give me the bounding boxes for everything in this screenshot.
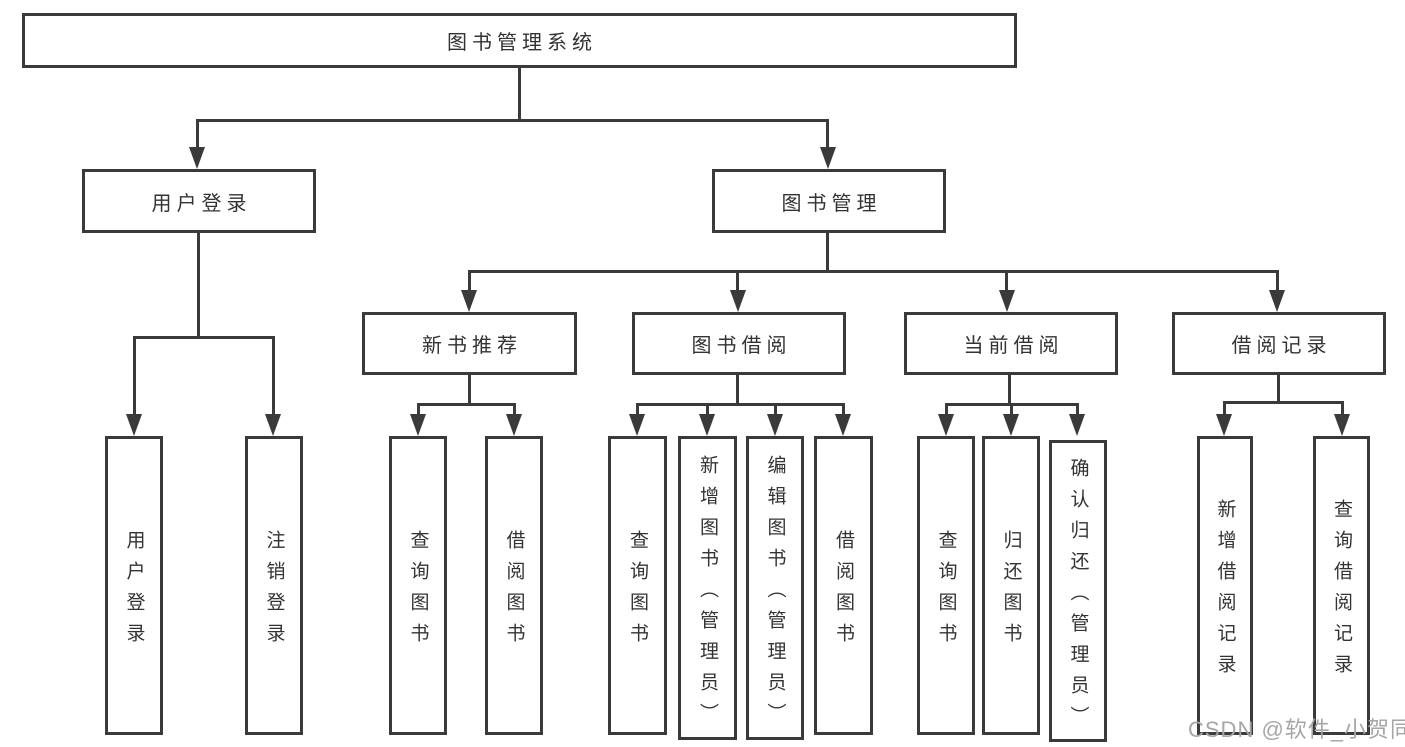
connector-line bbox=[636, 403, 639, 416]
connector-line bbox=[196, 119, 829, 122]
arrow-down bbox=[699, 414, 715, 436]
connector-line bbox=[196, 119, 199, 150]
connector-line bbox=[736, 270, 739, 292]
leaf-borrowing-edit-books-admin: 编辑图书（管理员） bbox=[746, 436, 804, 740]
arrow-down bbox=[629, 414, 645, 436]
leaf-user-login: 用户登录 bbox=[105, 436, 163, 735]
node-book-management: 图书管理 bbox=[712, 169, 946, 233]
node-library-management-system: 图书管理系统 bbox=[22, 13, 1017, 68]
node-label: 用户登录 bbox=[123, 529, 145, 654]
arrow-down bbox=[820, 147, 836, 169]
connector-line bbox=[1223, 401, 1226, 414]
connector-line bbox=[133, 336, 136, 416]
node-book-borrowing: 图书借阅 bbox=[632, 312, 846, 375]
node-new-book-recommend: 新书推荐 bbox=[362, 312, 577, 375]
arrow-down bbox=[999, 290, 1015, 312]
node-user-login: 用户登录 bbox=[82, 169, 316, 233]
arrow-down bbox=[1334, 414, 1350, 436]
node-label: 查询图书 bbox=[407, 529, 429, 654]
arrow-down bbox=[1069, 414, 1085, 436]
node-label: 查询图书 bbox=[935, 529, 957, 654]
connector-line bbox=[417, 403, 516, 406]
connector-line bbox=[1277, 375, 1280, 404]
leaf-current-return-books: 归还图书 bbox=[982, 436, 1040, 735]
connector-line bbox=[417, 403, 420, 416]
node-label: 确认归还（管理员） bbox=[1067, 457, 1089, 737]
arrow-down bbox=[938, 414, 954, 436]
leaf-recommend-query-books: 查询图书 bbox=[389, 436, 447, 735]
connector-line bbox=[1008, 375, 1011, 406]
connector-line bbox=[736, 375, 739, 406]
connector-line bbox=[133, 336, 275, 339]
arrow-down bbox=[506, 414, 522, 436]
leaf-borrowing-add-books-admin: 新增图书（管理员） bbox=[678, 436, 737, 740]
node-label: 用户登录 bbox=[151, 192, 252, 215]
leaf-logout: 注销登录 bbox=[245, 436, 303, 735]
arrow-down bbox=[461, 290, 477, 312]
arrow-down bbox=[730, 290, 746, 312]
node-label: 借阅图书 bbox=[503, 529, 525, 654]
node-label: 新书推荐 bbox=[422, 335, 522, 357]
leaf-current-query-books: 查询图书 bbox=[917, 436, 975, 735]
node-label: 图书管理 bbox=[781, 192, 882, 215]
connector-line bbox=[1005, 270, 1008, 292]
arrow-down bbox=[126, 414, 142, 436]
node-label: 借阅图书 bbox=[833, 529, 854, 654]
connector-line bbox=[513, 403, 516, 416]
node-label: 图书管理系统 bbox=[447, 32, 597, 54]
connector-line bbox=[1076, 403, 1079, 416]
arrow-down bbox=[1269, 290, 1285, 312]
connector-line bbox=[945, 403, 948, 416]
connector-line bbox=[826, 119, 829, 150]
node-label: 查询借阅记录 bbox=[1331, 498, 1352, 685]
leaf-records-query-borrow-record: 查询借阅记录 bbox=[1313, 436, 1370, 735]
connector-line bbox=[197, 233, 200, 339]
connector-line bbox=[518, 68, 521, 121]
node-label: 归还图书 bbox=[1000, 529, 1022, 654]
leaf-borrowing-borrow-books: 借阅图书 bbox=[814, 436, 873, 735]
connector-line bbox=[826, 233, 829, 273]
connector-line bbox=[1276, 270, 1279, 292]
arrow-down bbox=[410, 414, 426, 436]
connector-line bbox=[468, 270, 1279, 273]
node-label: 编辑图书（管理员） bbox=[764, 454, 786, 734]
connector-line bbox=[842, 403, 845, 416]
node-label: 当前借阅 bbox=[963, 335, 1064, 357]
leaf-borrowing-query-books: 查询图书 bbox=[608, 436, 667, 735]
arrow-down bbox=[767, 414, 783, 436]
connector-line bbox=[1223, 401, 1344, 404]
arrow-down bbox=[1003, 414, 1019, 436]
connector-line bbox=[468, 375, 471, 406]
node-current-borrowing: 当前借阅 bbox=[904, 312, 1118, 375]
node-label: 查询图书 bbox=[627, 529, 648, 654]
node-label: 图书借阅 bbox=[691, 335, 792, 357]
connector-line bbox=[468, 270, 471, 292]
node-label: 借阅记录 bbox=[1231, 335, 1332, 357]
arrow-down bbox=[265, 414, 281, 436]
node-label: 新增图书（管理员） bbox=[697, 454, 718, 734]
leaf-current-confirm-return-admin: 确认归还（管理员） bbox=[1049, 440, 1107, 742]
arrow-down bbox=[835, 414, 851, 436]
leaf-recommend-borrow-books: 借阅图书 bbox=[485, 436, 543, 735]
leaf-records-add-borrow-record: 新增借阅记录 bbox=[1197, 436, 1253, 735]
csdn-watermark: CSDN @软件_小贺同学 bbox=[1188, 717, 1405, 742]
connector-line bbox=[774, 403, 777, 416]
node-label: 新增借阅记录 bbox=[1214, 498, 1236, 685]
arrow-down bbox=[1216, 414, 1232, 436]
node-borrowing-records: 借阅记录 bbox=[1172, 312, 1386, 375]
connector-line bbox=[706, 403, 709, 416]
connector-line bbox=[1341, 401, 1344, 414]
connector-line bbox=[1010, 403, 1013, 416]
connector-line bbox=[636, 403, 845, 406]
arrow-down bbox=[189, 147, 205, 169]
node-label: 注销登录 bbox=[263, 529, 285, 654]
connector-line bbox=[272, 336, 275, 416]
